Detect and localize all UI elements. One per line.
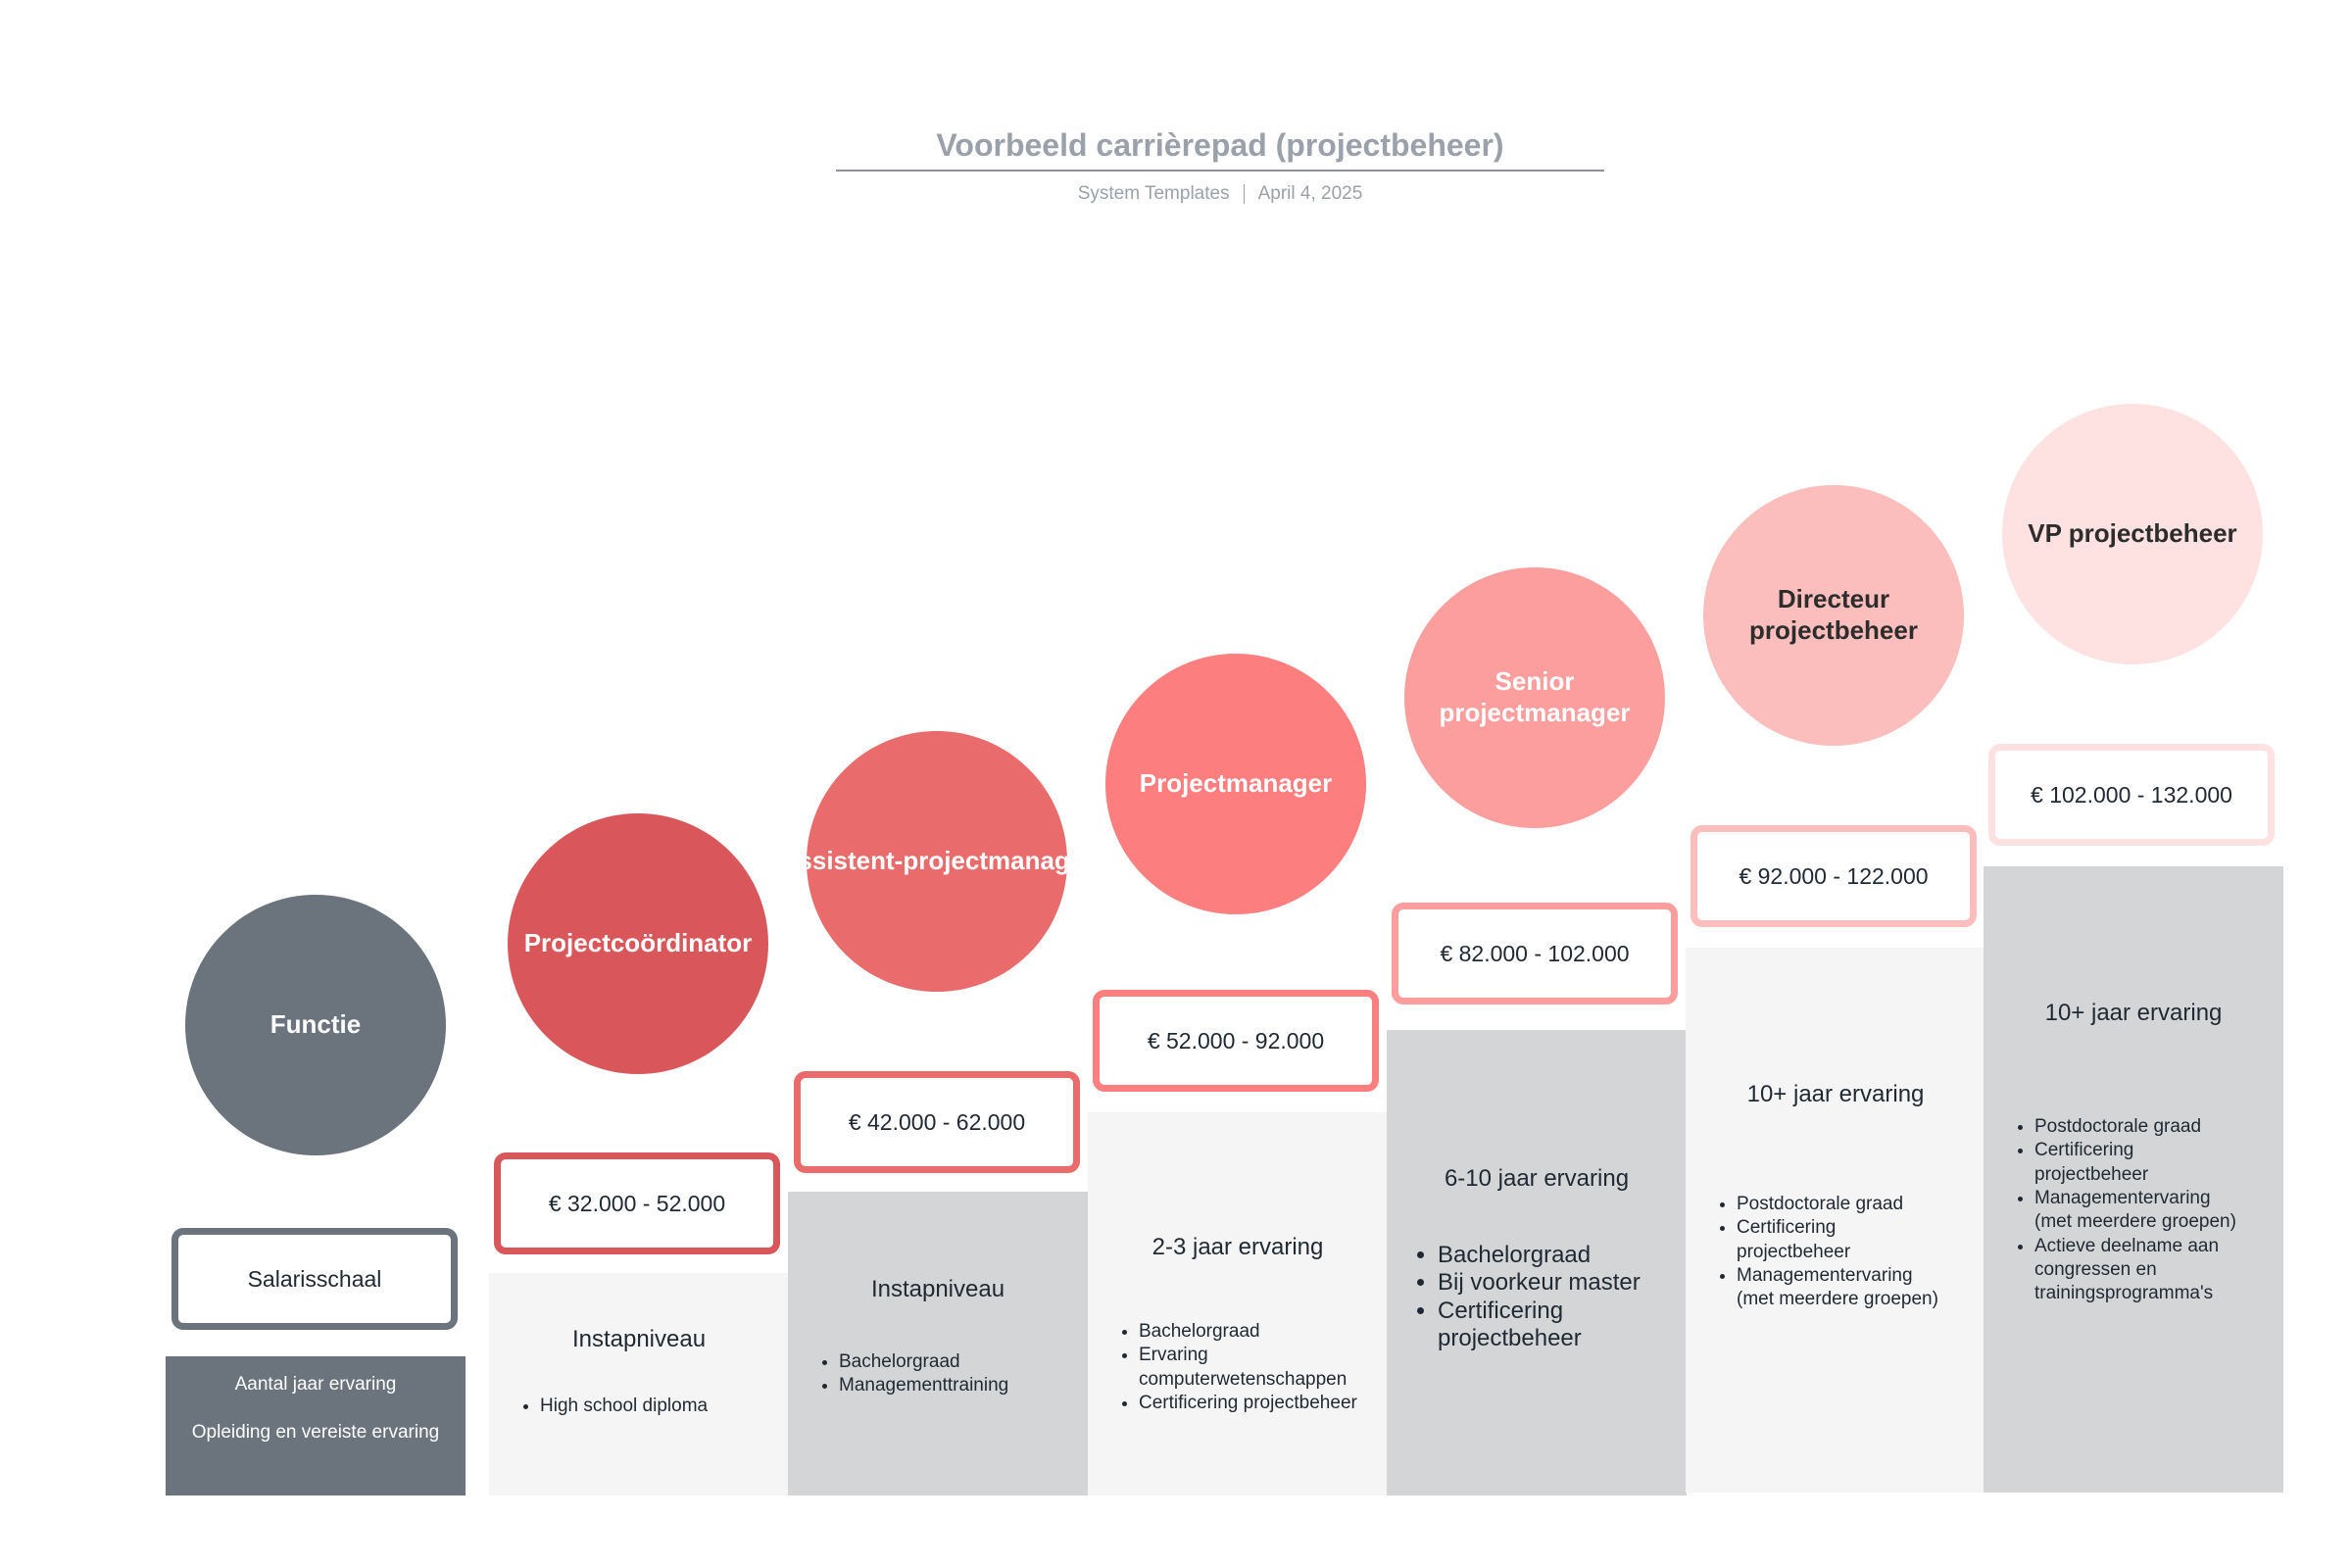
document-title: Voorbeeld carrièrepad (projectbeheer) (836, 127, 1604, 172)
list-item: Bachelorgraad (839, 1350, 1066, 1374)
step-block-level-6: 10+ jaar ervaring Postdoctorale graad Ce… (1984, 866, 2283, 1493)
salary-label: € 32.000 - 52.000 (548, 1190, 726, 1216)
role-circle-senior-projectmanager: Senior projectmanager (1404, 567, 1665, 828)
list-item: Bachelorgraad (1139, 1320, 1366, 1344)
experience-label: Instapniveau (571, 1326, 707, 1352)
list-item: Managementervaring (met meerdere groepen… (2034, 1187, 2242, 1235)
list-item: Bij voorkeur master (1438, 1269, 1665, 1297)
legend-salary-box: Salarisschaal (172, 1228, 458, 1330)
legend-block: Aantal jaar ervaring Opleiding en vereis… (166, 1356, 466, 1495)
step-block-level-2: Instapniveau Bachelorgraad Managementtra… (788, 1192, 1088, 1495)
salary-label: € 82.000 - 102.000 (1440, 940, 1630, 966)
list-item: Ervaring computerwetenschappen (1139, 1344, 1366, 1392)
document-header: Voorbeeld carrièrepad (projectbeheer) Sy… (836, 127, 1604, 205)
salary-box-level-5: € 92.000 - 122.000 (1690, 825, 1977, 927)
date-label: April 4, 2025 (1257, 183, 1363, 204)
document-meta: System Templates April 4, 2025 (836, 183, 1604, 205)
legend-salary-label: Salarisschaal (247, 1265, 382, 1292)
list-item: Bachelorgraad (1438, 1242, 1665, 1269)
step-block-level-4: 6-10 jaar ervaring Bachelorgraad Bij voo… (1387, 1030, 1687, 1495)
requirements-list: High school diploma (511, 1395, 767, 1418)
requirements-list: Bachelorgraad Managementtraining (809, 1350, 1066, 1398)
legend-block-line1: Aantal jaar ervaring (234, 1374, 397, 1395)
salary-box-level-6: € 102.000 - 132.000 (1988, 744, 2275, 846)
role-label: Projectmanager (1139, 768, 1333, 799)
role-circle-projectmanager: Projectmanager (1105, 654, 1366, 914)
list-item: Managementervaring (met meerdere groepen… (1737, 1264, 1944, 1312)
role-label-line1: Senior (1494, 666, 1575, 697)
experience-label: 2-3 jaar ervaring (1152, 1234, 1324, 1260)
meta-separator (1243, 184, 1245, 204)
source-label: System Templates (1077, 183, 1230, 204)
legend-circle: Functie (185, 895, 446, 1155)
list-item: Certificering projectbeheer (2034, 1139, 2242, 1187)
list-item: Certificering projectbeheer (1737, 1216, 1944, 1264)
role-label: Assistent-projectmanager (807, 846, 1067, 876)
salary-box-level-2: € 42.000 - 62.000 (794, 1071, 1080, 1173)
requirements-list: Bachelorgraad Bij voorkeur master Certif… (1408, 1242, 1665, 1352)
role-label-line1: Directeur (1777, 584, 1890, 614)
salary-box-level-4: € 82.000 - 102.000 (1392, 903, 1678, 1004)
role-circle-directeur-projectbeheer: Directeur projectbeheer (1703, 485, 1964, 746)
role-label-line2: projectbeheer (1749, 615, 1918, 645)
salary-label: € 42.000 - 62.000 (848, 1108, 1026, 1135)
role-label: Projectcoördinator (523, 928, 753, 958)
list-item: Actieve deelname aan congressen en train… (2034, 1235, 2242, 1306)
requirements-list: Bachelorgraad Ervaring computerwetenscha… (1109, 1320, 1366, 1415)
role-label-line2: projectmanager (1439, 698, 1631, 727)
experience-label: 6-10 jaar ervaring (1444, 1165, 1630, 1192)
step-block-level-3: 2-3 jaar ervaring Bachelorgraad Ervaring… (1088, 1112, 1388, 1495)
role-circle-projectcoordinator: Projectcoördinator (508, 813, 768, 1074)
list-item: Postdoctorale graad (2034, 1115, 2242, 1139)
list-item: High school diploma (540, 1395, 767, 1418)
salary-label: € 52.000 - 92.000 (1147, 1027, 1325, 1054)
salary-box-level-3: € 52.000 - 92.000 (1093, 990, 1379, 1092)
role-circle-assistent-projectmanager: Assistent-projectmanager (807, 731, 1067, 992)
experience-label: Instapniveau (870, 1276, 1005, 1302)
requirements-list: Postdoctorale graad Certificering projec… (2005, 1115, 2262, 1306)
salary-box-level-1: € 32.000 - 52.000 (494, 1152, 780, 1254)
step-block-level-5: 10+ jaar ervaring Postdoctorale graad Ce… (1686, 948, 1985, 1493)
role-label: VP projectbeheer (2028, 518, 2237, 549)
requirements-list: Postdoctorale graad Certificering projec… (1707, 1193, 1964, 1312)
list-item: Postdoctorale graad (1737, 1193, 1944, 1216)
experience-label: 10+ jaar ervaring (2044, 1000, 2223, 1026)
salary-label: € 102.000 - 132.000 (2031, 781, 2232, 808)
list-item: Certificering projectbeheer (1139, 1392, 1366, 1415)
legend-circle-label: Functie (270, 1009, 362, 1040)
legend-block-line2: Opleiding en vereiste ervaring (191, 1422, 440, 1443)
list-item: Managementtraining (839, 1374, 1066, 1397)
experience-label: 10+ jaar ervaring (1746, 1081, 1925, 1107)
role-circle-vp-projectbeheer: VP projectbeheer (2002, 404, 2263, 664)
list-item: Certificering projectbeheer (1438, 1298, 1665, 1353)
step-block-level-1: Instapniveau High school diploma (489, 1273, 789, 1495)
salary-label: € 92.000 - 122.000 (1739, 862, 1929, 889)
